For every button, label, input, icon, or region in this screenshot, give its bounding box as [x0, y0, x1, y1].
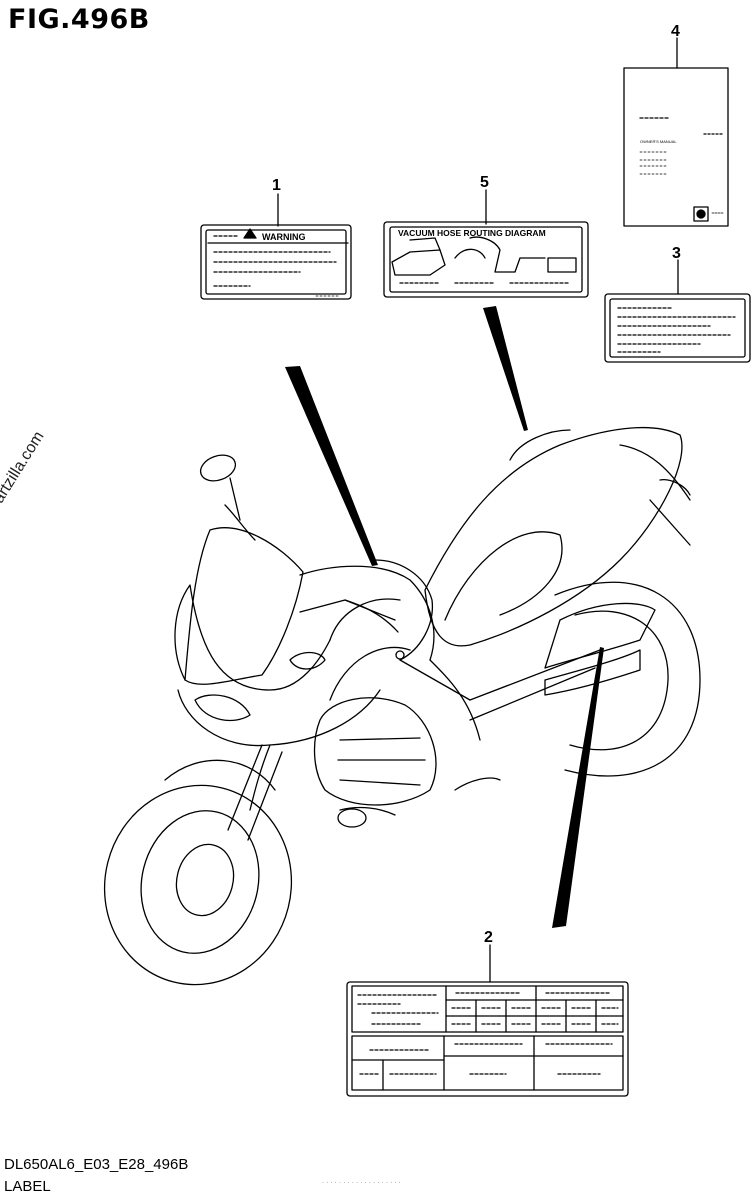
- figure-title: FIG.496B: [8, 4, 150, 35]
- vacuum-label-title: VACUUM HOSE ROUTING DIAGRAM: [398, 228, 546, 238]
- callout-5: 5: [480, 174, 489, 191]
- callout-leaders: [277, 37, 679, 983]
- section-label: LABEL: [4, 1178, 51, 1195]
- warning-label-title: WARNING: [262, 232, 306, 242]
- footer-fine-print: · · · · · · · · · · · · · · · · · · ·: [322, 1180, 402, 1186]
- manual-title: OWNER'S MANUAL: [640, 139, 677, 144]
- callout-3: 3: [672, 245, 681, 262]
- figure-code: DL650AL6_E03_E28_496B: [4, 1156, 189, 1173]
- vacuum-hose-label: [383, 221, 589, 298]
- information-label-table: [346, 981, 629, 1097]
- owners-manual: [623, 67, 729, 227]
- callout-4: 4: [671, 23, 680, 40]
- information-label: [604, 293, 751, 363]
- callout-1: 1: [272, 177, 281, 194]
- leader-wedges: [285, 306, 604, 928]
- callout-2: 2: [484, 929, 493, 946]
- warning-label: [200, 224, 352, 300]
- motorcycle-illustration: [103, 426, 701, 986]
